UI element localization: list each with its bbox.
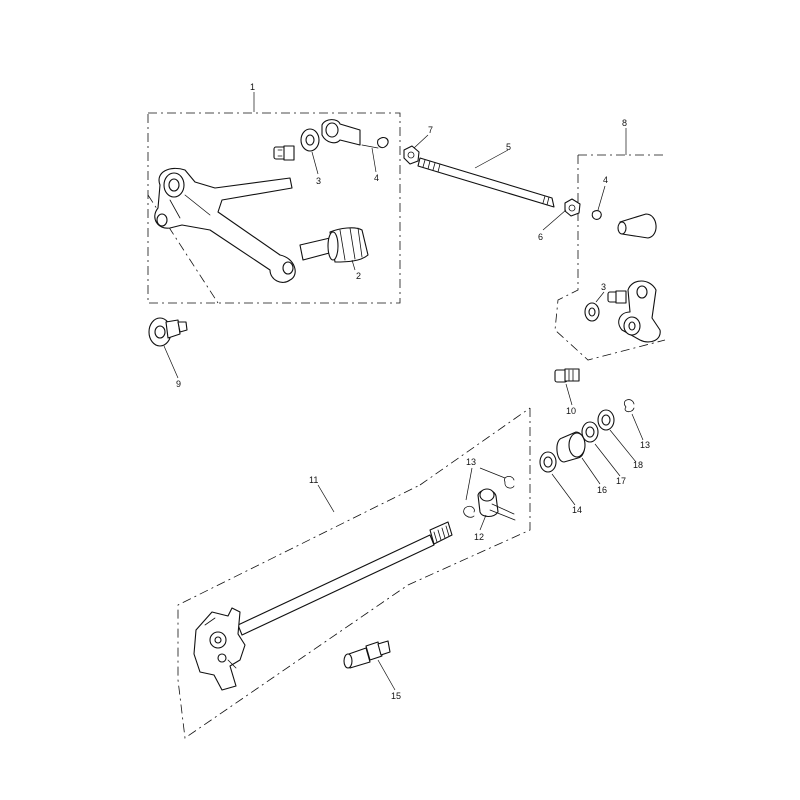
callout-12: 12 — [474, 532, 484, 542]
callout-4-right: 4 — [603, 175, 608, 185]
gear-pedal — [154, 167, 296, 283]
leader-lines — [163, 92, 644, 691]
selector-shaft — [193, 521, 453, 691]
callout-10: 10 — [566, 406, 576, 416]
pedal-pivot-bolt — [148, 317, 188, 347]
callout-5: 5 — [506, 142, 511, 152]
callout-4: 4 — [374, 173, 379, 183]
callout-6: 6 — [538, 232, 543, 242]
linkage-rod — [417, 157, 555, 208]
callout-11: 11 — [309, 475, 318, 485]
return-spring — [463, 476, 516, 521]
footrest-rubber — [299, 227, 369, 263]
callout-8: 8 — [622, 118, 627, 128]
callout-16: 16 — [597, 485, 607, 495]
locknut-left — [403, 145, 420, 165]
pedal-assembly-boundary — [147, 112, 401, 304]
callout-18: 18 — [633, 460, 643, 470]
callout-9: 9 — [176, 379, 181, 389]
linkage-end-assembly-boundary — [554, 154, 666, 361]
callout-3: 3 — [316, 176, 321, 186]
callout-3-right: 3 — [601, 282, 606, 292]
selector-arm — [584, 280, 661, 343]
shaft-spacers — [539, 399, 635, 473]
callout-14: 14 — [572, 505, 582, 515]
callout-1: 1 — [250, 82, 255, 92]
selector-shaft-assembly-boundary — [177, 408, 531, 739]
callout-labels: 1 2 3 4 5 6 7 8 4 3 9 10 11 12 13 13 14 … — [176, 82, 650, 701]
callout-15: 15 — [391, 691, 401, 701]
rod-end-eye — [321, 119, 389, 149]
callout-13: 13 — [466, 457, 476, 467]
pivot-bolt-and-bush — [273, 128, 320, 161]
assembly-boundaries — [147, 112, 666, 739]
callout-7: 7 — [428, 125, 433, 135]
callout-2: 2 — [356, 271, 361, 281]
locknut-right — [564, 198, 581, 217]
selector-stud — [343, 640, 391, 669]
rod-end-right — [591, 210, 657, 239]
callout-13-right: 13 — [640, 440, 650, 450]
callout-17: 17 — [616, 476, 626, 486]
arm-clamp-bolt — [554, 368, 580, 383]
